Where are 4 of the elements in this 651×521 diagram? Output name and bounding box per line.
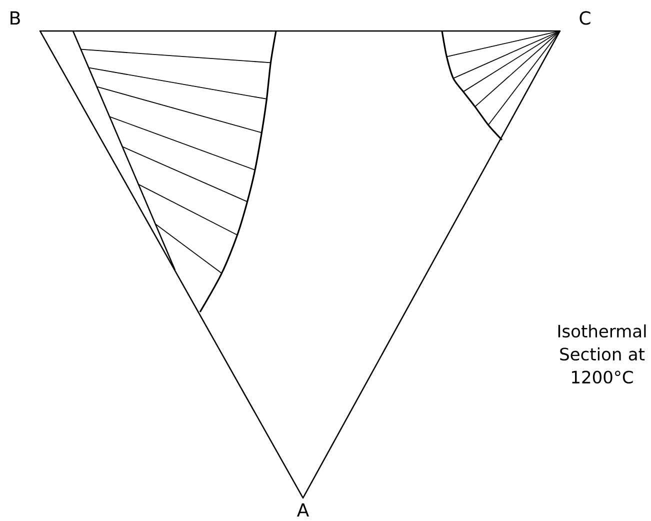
section-caption: Isothermal Section at 1200°C [558,324,646,384]
vertex-label: C [580,11,590,25]
vertex-label: B [10,11,20,25]
vertex-label: A [297,503,310,517]
